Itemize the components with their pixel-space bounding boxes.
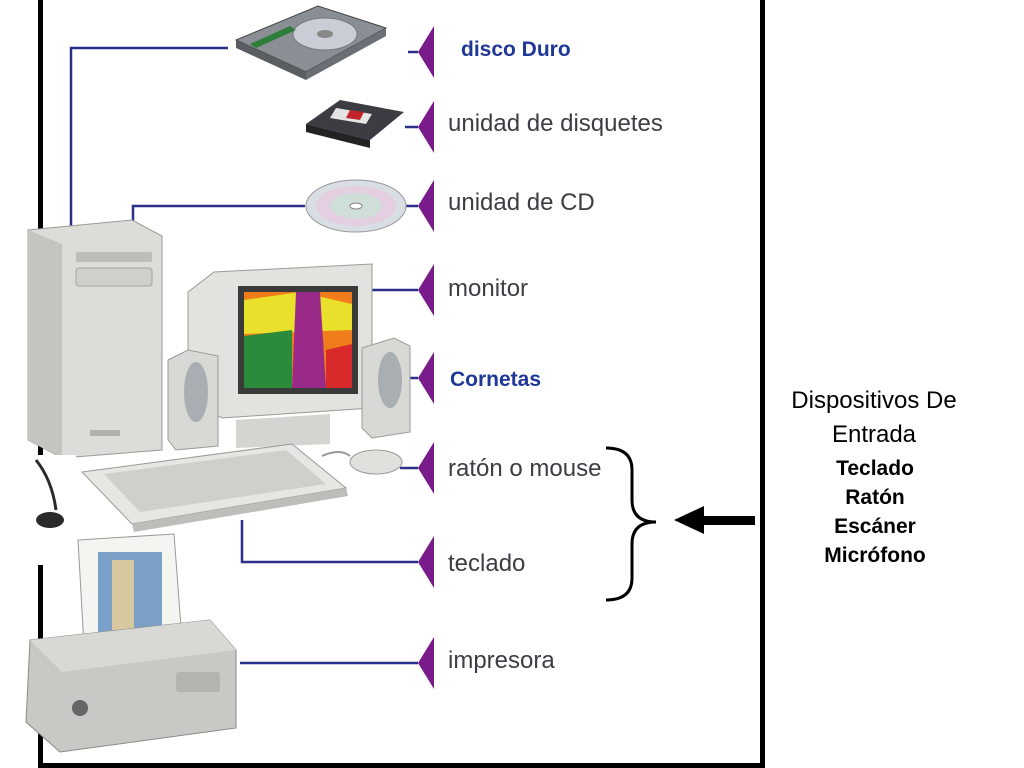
- pointing-arrow-icon: [674, 506, 755, 534]
- microphone-icon: [0, 455, 76, 565]
- label-teclado: teclado: [448, 550, 526, 577]
- input-devices-title-line1: Dispositivos De: [791, 387, 957, 414]
- marker-cornetas-icon: [418, 352, 434, 404]
- label-disco-duro: disco Duro: [461, 38, 571, 61]
- label-cornetas: Cornetas: [450, 368, 542, 391]
- arrow-markers: [418, 26, 434, 689]
- printer-icon: [25, 533, 237, 753]
- input-devices-list: Teclado Ratón Escáner Micrófono: [760, 454, 990, 570]
- monitor-icon: [187, 263, 373, 448]
- marker-cd-icon: [418, 180, 434, 232]
- label-raton-mouse: ratón o mouse: [448, 455, 602, 482]
- label-impresora: impresora: [448, 647, 555, 674]
- marker-teclado-icon: [418, 536, 434, 588]
- frame-bottom-border: [38, 763, 765, 768]
- list-item: Ratón: [845, 486, 905, 509]
- label-unidad-disquetes: unidad de disquetes: [448, 110, 663, 137]
- marker-disco-duro-icon: [418, 26, 434, 78]
- marker-mouse-icon: [418, 442, 434, 494]
- hard-disk-icon: [234, 5, 388, 80]
- label-unidad-cd: unidad de CD: [448, 189, 595, 216]
- list-item: Escáner: [834, 515, 916, 538]
- speakers-icon: [167, 337, 411, 451]
- cd-disc-icon: [305, 179, 407, 233]
- frame-right-border: [760, 0, 765, 768]
- input-devices-brace: [605, 446, 657, 602]
- marker-impresora-icon: [418, 637, 434, 689]
- floppy-drive-icon: [306, 100, 404, 148]
- marker-monitor-icon: [418, 264, 434, 316]
- computer-tower-icon: [27, 219, 163, 459]
- keyboard-icon: [80, 443, 348, 532]
- marker-disquetes-icon: [418, 101, 434, 153]
- input-devices-title-line2: Entrada: [831, 421, 917, 448]
- label-monitor: monitor: [448, 275, 529, 302]
- mouse-icon: [321, 449, 403, 475]
- list-item: Teclado: [836, 457, 914, 480]
- input-devices-title: Dispositivos De Entrada: [760, 384, 988, 452]
- list-item: Micrófono: [824, 544, 926, 567]
